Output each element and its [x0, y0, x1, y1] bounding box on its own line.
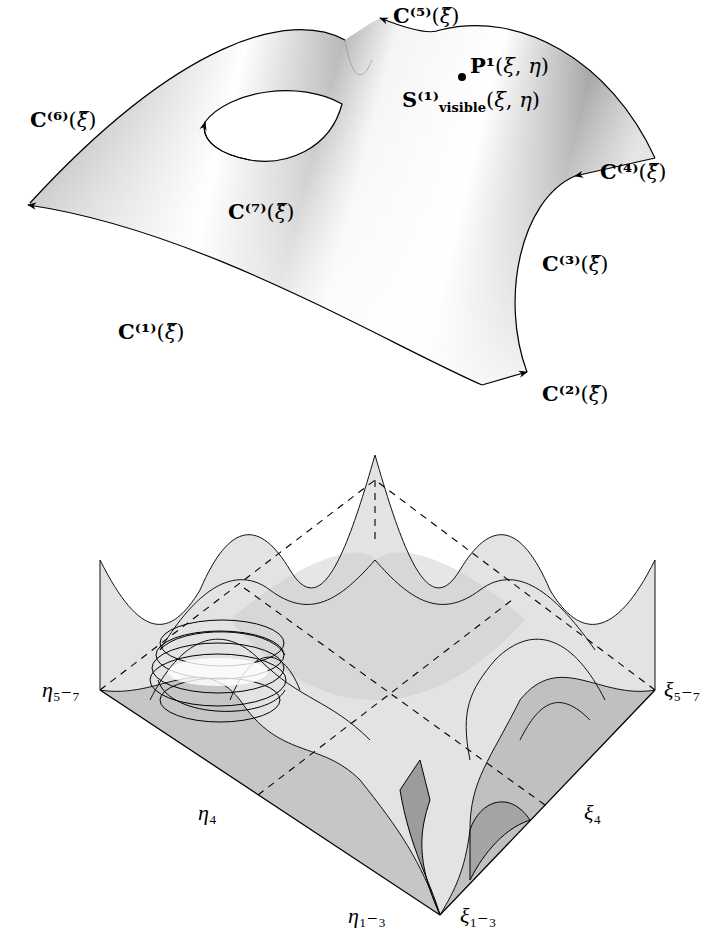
curve-label: P¹(ξ, η) [470, 54, 549, 78]
curve-label: C⁽⁴⁾(ξ̃) [600, 160, 666, 184]
axis-knot-label: η₄ [196, 800, 219, 825]
curve-label: C⁽³⁾(ξ̃) [542, 252, 608, 276]
axis-knot-label: η₅₋₇ [40, 677, 82, 702]
axis-knot-label: ξ₁₋₃ [458, 903, 498, 928]
curve-label: C⁽¹⁾(ξ̃) [118, 320, 184, 344]
curve-label: C⁽⁵⁾(ξ̃) [393, 4, 459, 28]
axis-knot-label: ξ₄ [582, 800, 603, 825]
curve-label: S⁽¹⁾visible(ξ, η) [402, 88, 540, 116]
axis-knot-label: ξ₅₋₇ [662, 677, 702, 702]
trimmed-surface [28, 18, 655, 385]
curve-label: C⁽⁷⁾(ξ̃) [228, 200, 294, 224]
curve-label: C⁽²⁾(ξ̃) [542, 382, 608, 406]
axis-knot-label: η₁₋₃ [346, 903, 388, 928]
curve-label: C⁽⁶⁾(ξ̃) [30, 108, 96, 132]
basis-surface-plot [100, 455, 655, 915]
